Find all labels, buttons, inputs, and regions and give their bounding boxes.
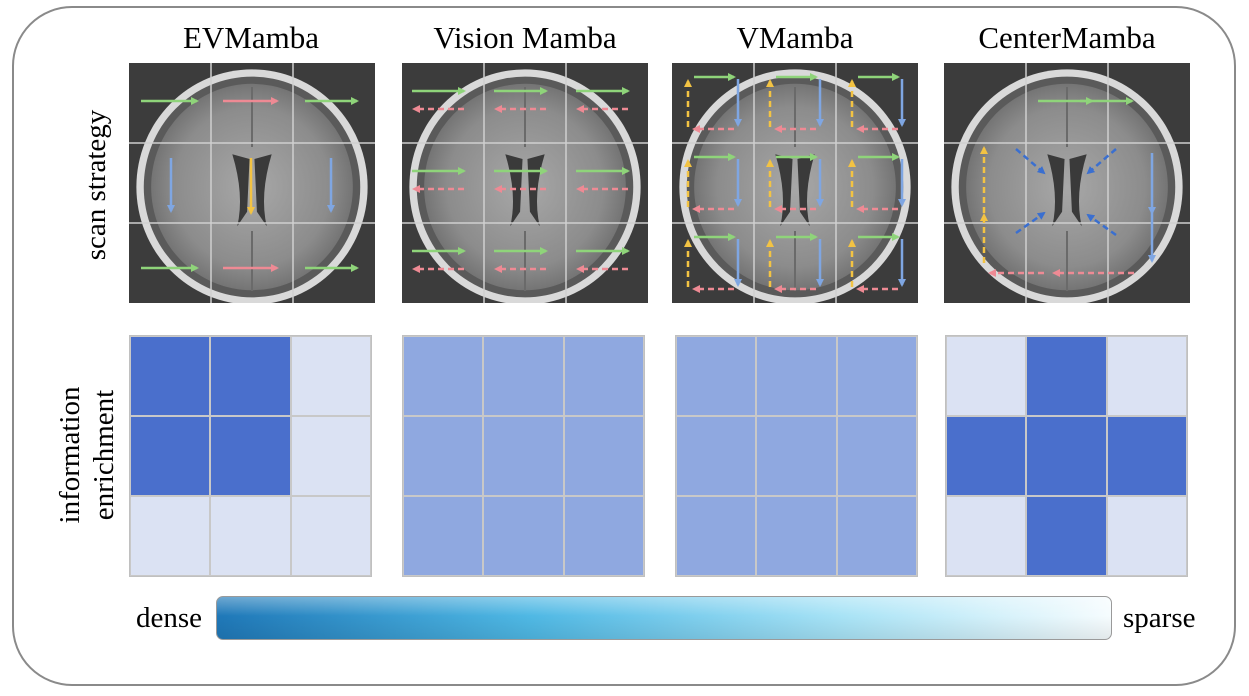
enrich-cell-medium: [836, 416, 917, 496]
scan-panel-vmamba: [672, 63, 918, 303]
enrich-cell-dense: [130, 336, 211, 416]
title-evmamba: EVMamba: [182, 20, 320, 55]
brain-mri-image: [944, 63, 1190, 303]
scale-label-dense: dense: [136, 602, 203, 634]
enrich-cell-dense: [1026, 416, 1107, 496]
enrich-cell-medium: [483, 336, 564, 416]
density-gradient-bar: [216, 596, 1112, 640]
scan-panel-evmamba: [129, 63, 375, 303]
enrich-cell-medium: [756, 336, 837, 416]
brain-mri-image: [672, 63, 918, 303]
enrich-cell-medium: [483, 496, 564, 576]
enrich-cell-sparse: [290, 496, 371, 576]
enrich-cell-dense: [210, 336, 291, 416]
enrich-cell-medium: [563, 416, 644, 496]
enrich-cell-sparse: [130, 496, 211, 576]
figure-frame: [12, 6, 1236, 686]
scan-svg-vmamba: [672, 63, 918, 303]
enrich-cell-medium: [563, 336, 644, 416]
enrich-cell-medium: [483, 416, 564, 496]
scan-arrow-center-dashed: [1086, 213, 1117, 237]
enrich-cell-dense: [1026, 496, 1107, 576]
enrich-cell-dense: [1106, 416, 1187, 496]
enrich-cell-medium: [676, 336, 757, 416]
enrich-cell-medium: [676, 416, 757, 496]
enrich-grid-evmamba: [129, 335, 372, 577]
enrich-cell-dense: [946, 416, 1027, 496]
enrich-cell-sparse: [1106, 496, 1187, 576]
enrich-cell-medium: [836, 496, 917, 576]
enrich-grid-centermamba: [945, 335, 1188, 577]
enrich-cell-dense: [130, 416, 211, 496]
title-vmamba: VMamba: [736, 20, 854, 55]
enrich-cell-medium: [836, 336, 917, 416]
density-scale: dense sparse: [136, 596, 1216, 644]
scan-svg-vision-mamba: [402, 63, 648, 303]
enrich-cell-dense: [210, 416, 291, 496]
scan-panel-vision-mamba: [402, 63, 648, 303]
scan-arrow-center-dashed: [1015, 148, 1046, 175]
enrich-cell-sparse: [290, 336, 371, 416]
scale-label-sparse: sparse: [1123, 602, 1196, 634]
title-centermamba: CenterMamba: [978, 20, 1156, 55]
scan-svg-evmamba: [129, 63, 375, 303]
enrich-cell-sparse: [210, 496, 291, 576]
scan-panel-centermamba: [944, 63, 1190, 303]
enrich-cell-medium: [676, 496, 757, 576]
enrich-grid-vision-mamba: [402, 335, 645, 577]
enrich-cell-medium: [403, 336, 484, 416]
enrich-cell-medium: [563, 496, 644, 576]
enrich-cell-sparse: [946, 496, 1027, 576]
scan-arrow-center-dashed: [1086, 148, 1117, 175]
enrich-cell-sparse: [290, 416, 371, 496]
scan-svg-centermamba: [944, 63, 1190, 303]
row-label-information-enrichment: information enrichment: [53, 355, 123, 555]
enrich-cell-sparse: [1106, 336, 1187, 416]
enrich-cell-medium: [756, 416, 837, 496]
enrich-cell-dense: [1026, 336, 1107, 416]
row-label-scan-strategy: scan strategy: [80, 109, 112, 261]
scan-arrow-center-dashed: [1015, 211, 1046, 235]
enrich-cell-sparse: [946, 336, 1027, 416]
brain-mri-image: [402, 63, 648, 303]
enrich-cell-medium: [756, 496, 837, 576]
row-label-line1: information: [54, 386, 86, 524]
title-vision-mamba: Vision Mamba: [433, 20, 617, 55]
enrich-grid-vmamba: [675, 335, 918, 577]
enrich-cell-medium: [403, 496, 484, 576]
enrich-cell-medium: [403, 416, 484, 496]
row-label-line2: enrichment: [88, 389, 120, 521]
